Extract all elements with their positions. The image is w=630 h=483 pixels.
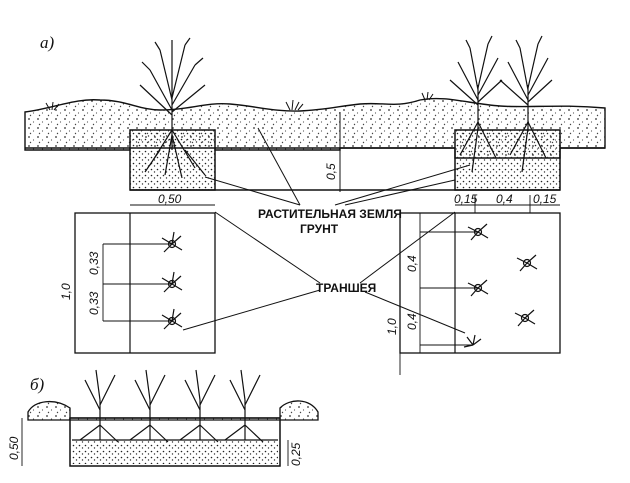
panel-b-label: б) <box>30 375 45 394</box>
section-b-soil <box>27 400 319 421</box>
grass-tufts <box>45 91 434 111</box>
right-dimension-lines <box>399 195 560 375</box>
trench-label: ТРАНШЕЯ <box>316 281 376 295</box>
dim-a-right-w3: 0,15 <box>533 192 557 206</box>
leader-lines <box>182 127 471 334</box>
dim-a-right-step2: 0,4 <box>405 313 419 330</box>
dim-a-right-height: 1,0 <box>385 318 399 335</box>
dim-a-left-width: 0,50 <box>158 192 182 206</box>
dim-a-depth: 0,5 <box>324 163 338 180</box>
right-plan-view <box>399 212 561 354</box>
dim-a-left-height: 1,0 <box>59 283 73 300</box>
dim-a-right-w1: 0,15 <box>454 192 478 206</box>
dim-a-left-step2: 0,33 <box>87 291 101 315</box>
section-b-shrubs <box>79 369 264 443</box>
dim-b-bottom: 0,25 <box>289 442 303 466</box>
left-plan-view <box>74 212 216 354</box>
plan-plants-right <box>463 223 538 348</box>
section-b-trench <box>69 417 281 467</box>
dim-a-right-step1: 0,4 <box>405 255 419 272</box>
left-dimension-lines <box>74 204 215 353</box>
shrub-right-1 <box>449 35 503 173</box>
dim-a-left-step1: 0,33 <box>87 251 101 275</box>
soil-top-label: РАСТИТЕЛЬНАЯ ЗЕМЛЯ <box>258 207 402 221</box>
soil-bottom-label: ГРУНТ <box>300 222 339 236</box>
dim-a-right-w2: 0,4 <box>496 192 513 206</box>
panel-a-label: а) <box>40 33 55 52</box>
shrub-left <box>139 37 206 179</box>
dim-b-depth: 0,50 <box>7 436 21 460</box>
shrub-right-2 <box>499 35 553 173</box>
plan-plants-left <box>161 231 183 330</box>
right-trench-section <box>454 129 561 191</box>
